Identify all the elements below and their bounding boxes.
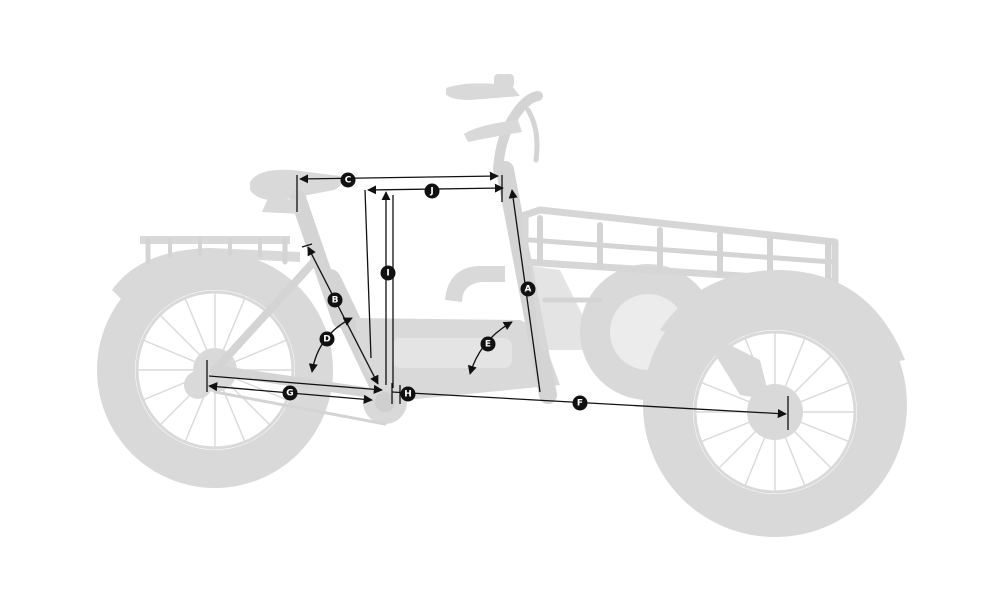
svg-text:G: G (286, 389, 293, 399)
tricycle-silhouette (97, 74, 907, 537)
rear-rack (112, 236, 300, 300)
label-g: G (282, 385, 298, 401)
label-j: J (424, 183, 440, 199)
dimension-f (391, 391, 789, 430)
front-wheel-near (643, 270, 907, 537)
svg-text:J: J (429, 187, 433, 197)
label-d: D (319, 331, 335, 347)
label-h: H (400, 386, 416, 402)
svg-text:A: A (525, 285, 532, 295)
svg-text:B: B (332, 296, 339, 306)
dimension-c (296, 171, 499, 212)
svg-text:D: D (323, 335, 330, 345)
dimension-h (391, 383, 401, 404)
label-i: I (380, 265, 396, 281)
label-a: A (520, 281, 536, 297)
label-b: B (327, 292, 343, 308)
svg-text:C: C (345, 176, 352, 186)
dimension-labels: A B C D E F G H (282, 172, 588, 411)
dimension-b (301, 243, 379, 385)
svg-text:I: I (386, 269, 389, 279)
label-f: F (572, 395, 588, 411)
svg-text:F: F (577, 399, 583, 409)
label-e: E (480, 336, 496, 352)
label-c: C (340, 172, 356, 188)
svg-text:H: H (404, 390, 412, 400)
front-basket (521, 206, 839, 350)
handlebar (446, 74, 543, 175)
svg-text:E: E (485, 340, 491, 350)
